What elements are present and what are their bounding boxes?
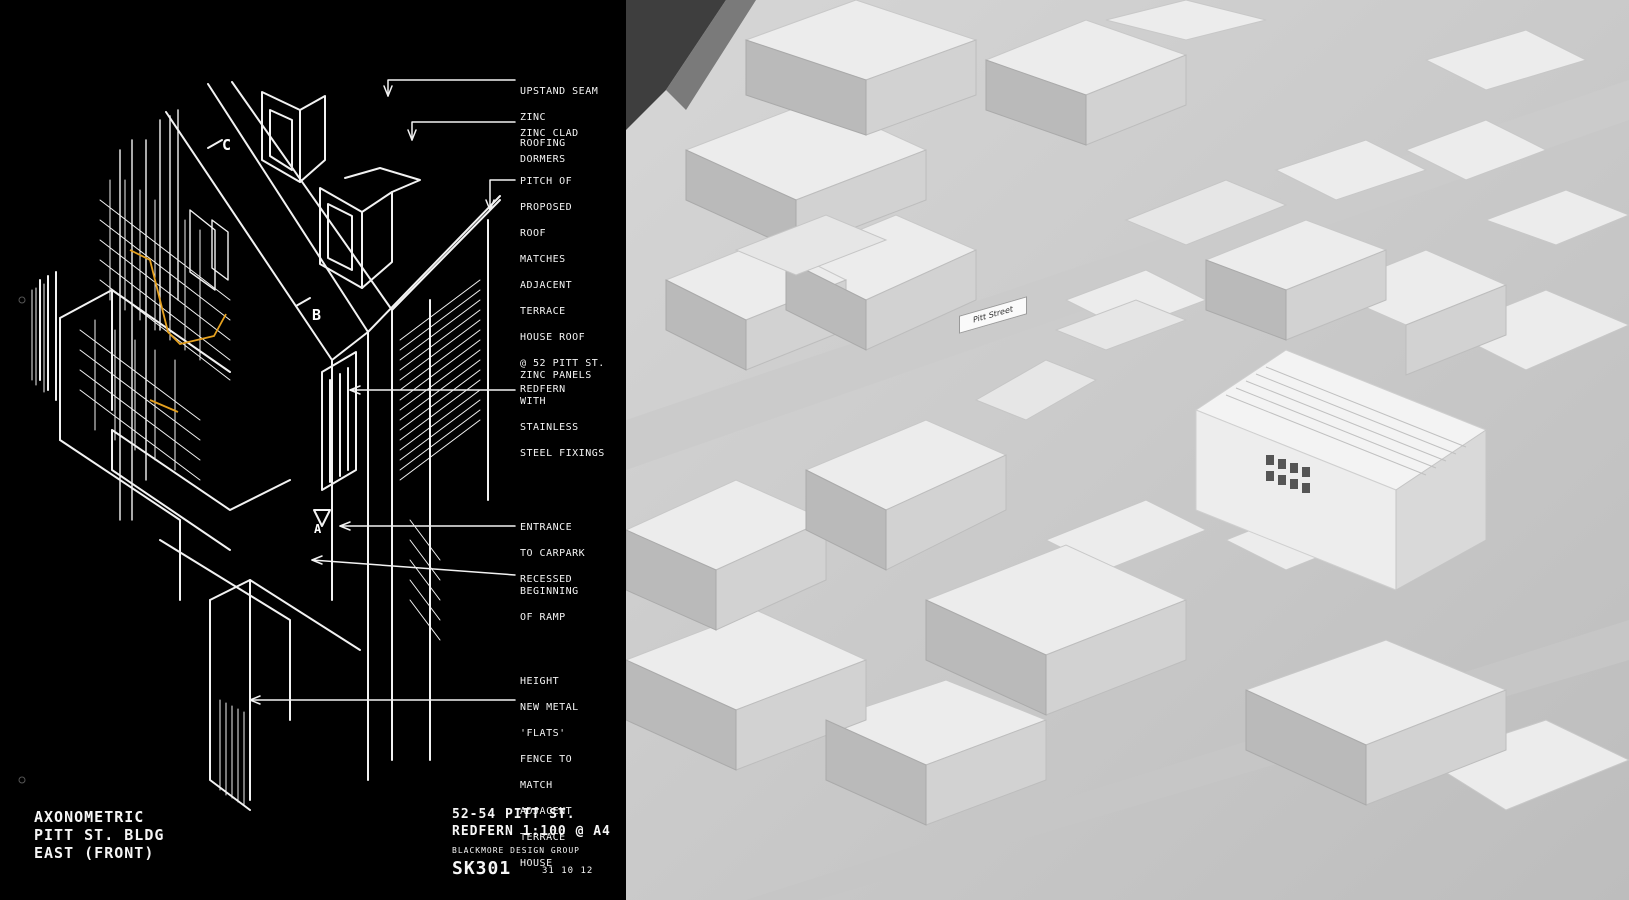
physical-model-photo: Pitt Street [626,0,1629,900]
sketch-drawing [18,79,516,811]
section-mark-b: B [312,306,322,324]
note-roof-pitch: PITCH OF PROPOSED ROOF MATCHES ADJACENT … [520,176,605,395]
project-title: 52-54 PITT ST. REDFERN 1:100 @ A4 [452,807,611,839]
note-carpark-entrance: ENTRANCE TO CARPARK RECESSED [520,522,586,585]
note-zinc-panels: ZINC PANELS WITH STAINLESS STEEL FIXINGS [520,370,605,459]
note-zinc-roofing: UPSTAND SEAM ZINC ROOFING [520,86,599,149]
section-mark-a: A [314,522,322,536]
model-blocks [626,0,1629,826]
note-zinc-dormers: ZINC CLAD DORMERS [520,128,579,165]
massing-model-drawing [626,0,1629,900]
drawing-title: AXONOMETRIC PITT ST. BLDG EAST (FRONT) [34,808,165,862]
axonometric-sketch-panel: C B A UPSTAND SEAM ZINC ROOFING ZINC CLA… [0,0,626,900]
office-name: BLACKMORE DESIGN GROUP [452,846,580,855]
drawing-date: 31 10 12 [542,866,594,876]
note-fence: HEIGHT NEW METAL 'FLATS' FENCE TO MATCH … [520,676,579,869]
note-ramp: BEGINNING OF RAMP [520,586,579,623]
sheet-number: SK301 [452,858,512,879]
section-mark-c: C [222,136,232,154]
